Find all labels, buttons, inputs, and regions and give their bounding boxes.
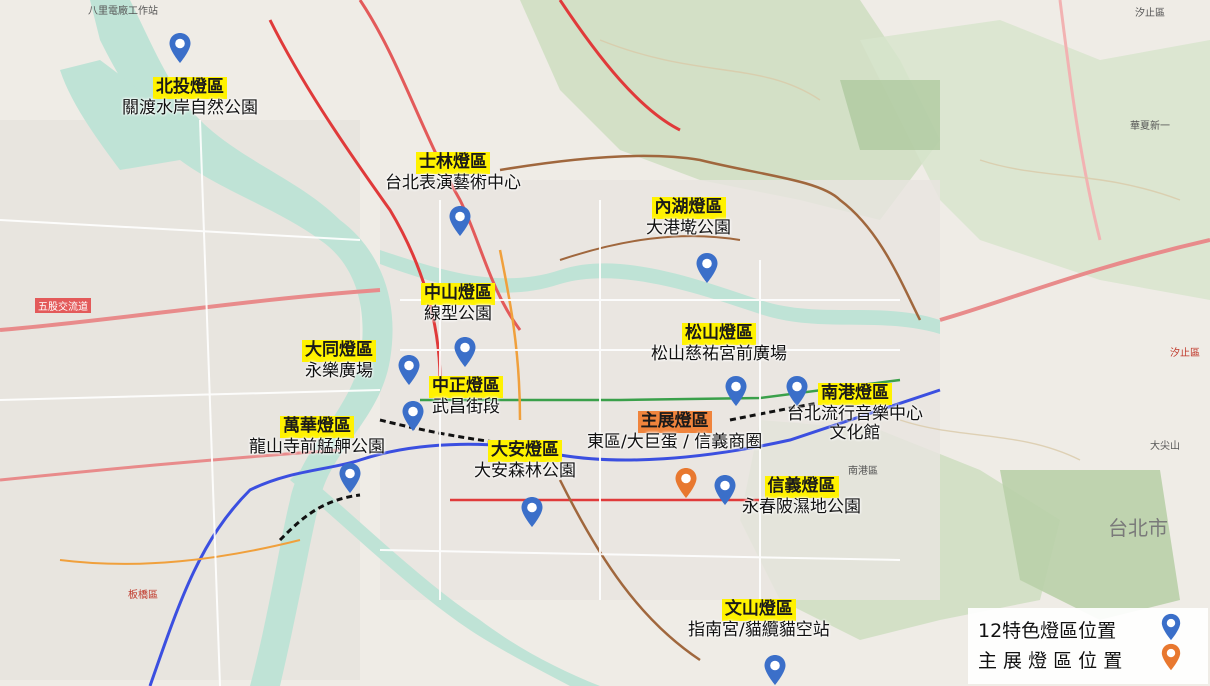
district-title: 松山燈區 [682, 323, 756, 345]
district-title: 北投燈區 [153, 77, 227, 99]
district-label-beitou[interactable]: 北投燈區 關渡水岸自然公園 [122, 77, 258, 118]
pin-marker-icon[interactable] [338, 462, 362, 494]
place-label: 華夏新一 [1130, 121, 1170, 132]
place-label: 汐止區 [1135, 8, 1165, 19]
place-label: 八里電廠工作站 [88, 6, 158, 17]
district-label-wanhua[interactable]: 萬華燈區 龍山寺前艋舺公園 [249, 416, 385, 457]
place-label: 板橋區 [128, 590, 158, 601]
legend-row-blue: 12特色燈區位置 [978, 613, 1181, 643]
pin-marker-icon[interactable] [763, 654, 787, 686]
district-venue: 大港墘公園 [646, 217, 731, 238]
district-venue: 台北表演藝術中心 [385, 172, 521, 193]
pin-marker-icon[interactable] [448, 205, 472, 237]
district-venue: 指南宮/貓纜貓空站 [688, 619, 830, 640]
district-title: 大安燈區 [488, 440, 562, 462]
pin-marker-icon[interactable] [785, 375, 809, 407]
place-label: 大尖山 [1150, 441, 1180, 452]
district-venue: 大安森林公園 [474, 460, 576, 481]
district-title: 主展燈區 [637, 411, 712, 433]
legend-label: 主 展 燈 區 位 置 [978, 650, 1123, 672]
pin-marker-icon[interactable] [397, 354, 421, 386]
pin-marker-icon[interactable] [695, 252, 719, 284]
district-venue: 關渡水岸自然公園 [122, 97, 258, 118]
district-label-nangang[interactable]: 南港燈區 台北流行音樂中心 文化館 [787, 383, 923, 444]
district-label-neihu[interactable]: 內湖燈區 大港墘公園 [646, 197, 731, 238]
district-venue: 線型公園 [424, 303, 492, 324]
district-venue: 武昌街段 [432, 396, 500, 417]
district-label-datong[interactable]: 大同燈區 永樂廣場 [302, 340, 376, 381]
district-title: 內湖燈區 [651, 197, 726, 219]
district-label-zhongzheng[interactable]: 中正燈區 武昌街段 [429, 376, 503, 417]
place-label: 五股交流道 [35, 298, 91, 313]
district-label-daan[interactable]: 大安燈區 大安森林公園 [474, 440, 576, 481]
map-legend: 12特色燈區位置 主 展 燈 區 位 置 [968, 608, 1208, 684]
district-venue: 東區/大巨蛋 / 信義商圈 [587, 431, 763, 452]
district-label-zhongshan[interactable]: 中山燈區 線型公園 [421, 283, 495, 324]
district-title: 中正燈區 [429, 376, 503, 398]
district-label-shilin[interactable]: 士林燈區 台北表演藝術中心 [385, 152, 521, 193]
district-venue: 永春陂濕地公園 [742, 496, 861, 517]
pin-marker-icon[interactable] [520, 496, 544, 528]
district-venue: 台北流行音樂中心 文化館 [787, 403, 923, 444]
district-title: 萬華燈區 [280, 416, 354, 438]
pin-marker-icon [1161, 643, 1181, 671]
district-title: 士林燈區 [416, 152, 490, 174]
legend-label: 12特色燈區位置 [978, 620, 1117, 642]
pin-marker-icon[interactable] [401, 400, 425, 432]
pin-marker-icon[interactable] [674, 467, 698, 499]
district-title: 南港燈區 [818, 383, 892, 405]
district-venue: 龍山寺前艋舺公園 [249, 436, 385, 457]
district-label-xinyi[interactable]: 信義燈區 永春陂濕地公園 [742, 476, 861, 517]
legend-row-orange: 主 展 燈 區 位 置 [978, 643, 1181, 673]
district-venue: 永樂廣場 [305, 360, 373, 381]
pin-marker-icon[interactable] [453, 336, 477, 368]
place-label: 南港區 [848, 466, 878, 477]
pin-marker-icon [1161, 613, 1181, 641]
district-title: 文山燈區 [721, 599, 796, 621]
pin-marker-icon[interactable] [713, 474, 737, 506]
district-venue: 松山慈祐宮前廣場 [651, 343, 787, 364]
district-title: 中山燈區 [421, 283, 495, 305]
district-title: 信義燈區 [764, 476, 839, 498]
district-label-wenshan[interactable]: 文山燈區 指南宮/貓纜貓空站 [688, 599, 830, 640]
pin-marker-icon[interactable] [724, 375, 748, 407]
district-label-main[interactable]: 主展燈區 東區/大巨蛋 / 信義商圈 [587, 411, 762, 452]
place-label: 汐止區 [1170, 348, 1200, 359]
district-title: 大同燈區 [302, 340, 376, 362]
place-label: 台北市 [1108, 516, 1168, 540]
pin-marker-icon[interactable] [168, 32, 192, 64]
district-label-songshan[interactable]: 松山燈區 松山慈祐宮前廣場 [651, 323, 787, 364]
